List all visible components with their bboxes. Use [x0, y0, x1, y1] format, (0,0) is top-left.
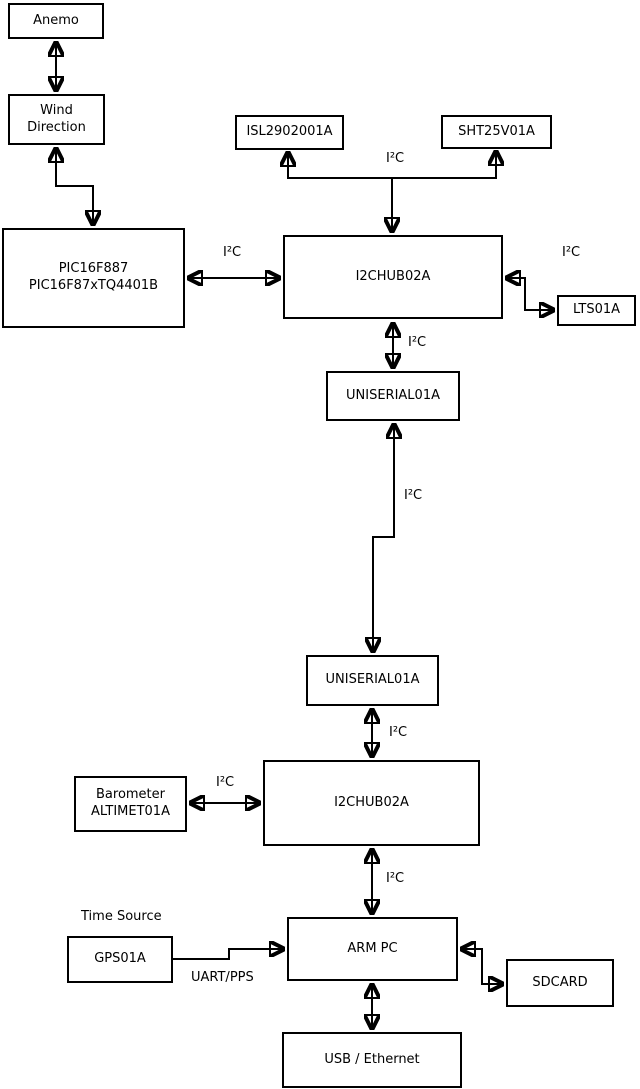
connector-gps-armpc: [173, 949, 285, 960]
block-i2chub02a-upper: I2CHUB02A: [283, 235, 503, 319]
connector-armpc-sdcard: [460, 949, 504, 984]
block-arm-pc-label: ARM PC: [347, 940, 398, 956]
connector-hub1-isl: [288, 151, 392, 233]
block-uniserial01a-lower: UNISERIAL01A: [306, 655, 439, 706]
block-i2chub02a-upper-label: I2CHUB02A: [355, 268, 431, 284]
connector-wind-pic: [56, 147, 93, 226]
connector-hub1-sht: [392, 150, 496, 179]
block-isl2902001a-label: ISL2902001A: [246, 124, 333, 140]
block-barometer-altimet01a-label: Barometer ALTIMET01A: [91, 787, 170, 819]
block-sdcard-label: SDCARD: [532, 974, 588, 990]
block-lts01a: LTS01A: [557, 295, 636, 326]
block-wind-direction: Wind Direction: [8, 94, 105, 145]
label-i2c-barometer-hub2: I²C: [216, 775, 235, 790]
block-usb-ethernet-label: USB / Ethernet: [324, 1051, 420, 1067]
block-barometer-altimet01a: Barometer ALTIMET01A: [74, 776, 187, 832]
label-i2c-hub2-armpc: I²C: [386, 871, 405, 886]
block-i2chub02a-lower-label: I2CHUB02A: [334, 794, 409, 810]
block-uniserial01a-upper-label: UNISERIAL01A: [346, 387, 440, 403]
label-i2c-hub1-lts: I²C: [562, 245, 581, 260]
label-uart-pps: UART/PPS: [191, 970, 254, 985]
block-arm-pc: ARM PC: [287, 917, 458, 981]
block-sht25v01a-label: SHT25V01A: [458, 123, 535, 139]
block-uniserial01a-lower-label: UNISERIAL01A: [325, 672, 420, 688]
block-isl2902001a: ISL2902001A: [235, 115, 344, 150]
block-anemo-label: Anemo: [33, 12, 79, 28]
block-sdcard: SDCARD: [506, 959, 614, 1007]
label-i2c-pic-hub1: I²C: [223, 245, 242, 260]
label-i2c-uniserial-link: I²C: [404, 488, 423, 503]
block-sht25v01a: SHT25V01A: [441, 115, 552, 149]
block-pic16f887-label: PIC16F887 PIC16F87xTQ4401B: [28, 261, 159, 293]
block-pic16f887: PIC16F887 PIC16F87xTQ4401B: [2, 228, 185, 328]
connector-uniserial1-uniserial2: [373, 423, 394, 653]
connector-hub1-lts: [505, 278, 555, 310]
block-anemo: Anemo: [8, 3, 104, 39]
label-i2c-hub1-uniserial1: I²C: [408, 335, 427, 350]
block-wind-direction-label: Wind Direction: [27, 102, 86, 135]
label-i2c-hub1-sensors: I²C: [386, 151, 405, 166]
block-i2chub02a-lower: I2CHUB02A: [263, 760, 480, 846]
block-uniserial01a-upper: UNISERIAL01A: [326, 371, 460, 421]
label-time-source: Time Source: [81, 909, 162, 924]
block-gps01a-label: GPS01A: [94, 951, 146, 967]
block-usb-ethernet: USB / Ethernet: [282, 1032, 462, 1088]
block-lts01a-label: LTS01A: [572, 302, 621, 318]
block-gps01a: GPS01A: [67, 936, 173, 983]
label-i2c-uniserial2-hub2: I²C: [389, 725, 408, 740]
